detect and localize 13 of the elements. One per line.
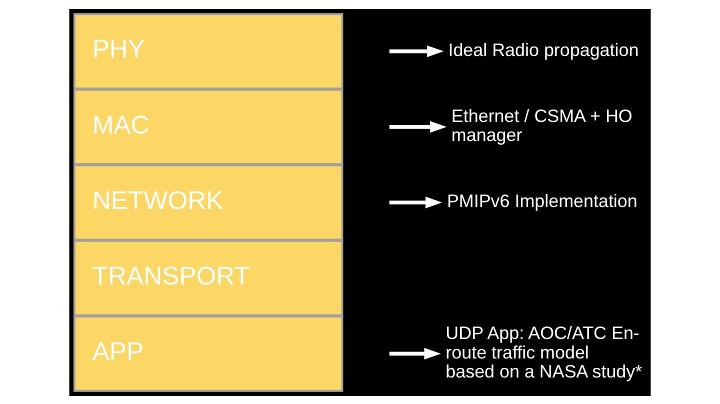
node-text: Ideal Radio propagation: [448, 40, 639, 60]
node-box: NETWORK: [73, 164, 344, 240]
arrow: [389, 347, 441, 360]
node-text: Ethernet / CSMA + HO manager: [451, 106, 632, 145]
node-box: APP: [73, 315, 344, 392]
arrow: [389, 120, 447, 132]
node-text: PMIPv6 Implementation: [446, 190, 638, 211]
node-text: UDP App: AOC/ATC En-route traffic model based on a NASA study*: [446, 322, 642, 382]
node-box: TRANSPORT: [73, 239, 344, 316]
node-box: MAC: [73, 88, 344, 165]
node-box: PHY: [73, 12, 344, 89]
arrow: [389, 44, 444, 57]
arrow: [389, 196, 442, 208]
